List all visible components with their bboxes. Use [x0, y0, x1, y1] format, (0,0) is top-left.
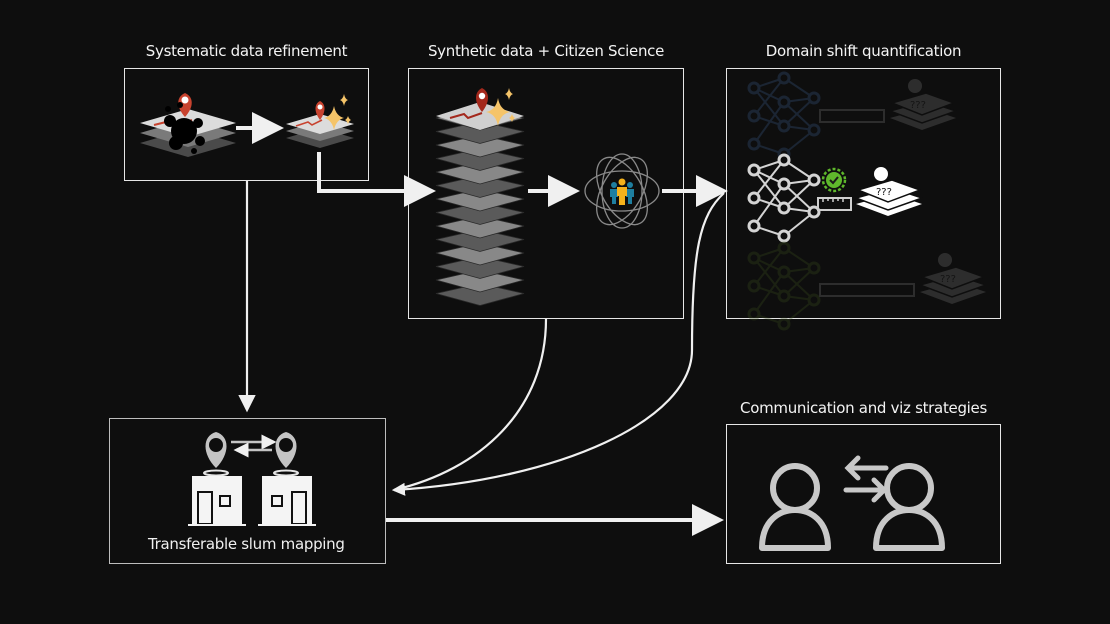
- nn-node: [747, 81, 761, 95]
- slum-mapping-caption: Transferable slum mapping: [148, 535, 345, 553]
- synthetic-data-stack-icon: [435, 88, 525, 306]
- nn-node: [747, 219, 761, 233]
- building-icon: [188, 469, 246, 526]
- nn-node: [777, 229, 791, 243]
- nn-node: [747, 251, 761, 265]
- communication-title: Communication and viz strategies: [740, 399, 987, 417]
- neural-network-icon: [747, 153, 821, 243]
- slum-transfer-icon: [188, 432, 316, 526]
- nn-node: [777, 95, 791, 109]
- nn-node: [747, 279, 761, 293]
- nn-node: [807, 205, 821, 219]
- nn-node: [807, 123, 821, 137]
- nn-node: [777, 289, 791, 303]
- location-pin-icon: [275, 432, 297, 468]
- sparkle-icon: [324, 94, 351, 130]
- nn-node: [777, 201, 791, 215]
- nn-node: [807, 173, 821, 187]
- nn-node: [747, 137, 761, 151]
- edge-refinement-to-synthetic: [317, 152, 436, 207]
- noisy-map-stack-icon: [140, 93, 236, 157]
- neural-network-icon: [747, 71, 821, 161]
- location-pin-icon: [205, 432, 227, 468]
- nn-node: [807, 91, 821, 105]
- nn-node: [777, 71, 791, 85]
- model-row-faded-top: ???: [747, 71, 959, 161]
- refinement-box: [124, 68, 369, 181]
- ruler-icon: [819, 109, 885, 123]
- sparkle-icon: [486, 88, 515, 126]
- location-pin-icon: [178, 93, 192, 117]
- nn-node: [747, 109, 761, 123]
- unknown-label: ???: [940, 274, 956, 285]
- communication-box: [726, 424, 1001, 564]
- model-row-active: ???: [747, 153, 925, 243]
- nn-node: [747, 163, 761, 177]
- exchange-arrows-icon: [843, 455, 889, 503]
- nn-node: [777, 153, 791, 167]
- nn-node: [747, 191, 761, 205]
- refinement-title: Systematic data refinement: [145, 42, 348, 60]
- people-icon: [610, 178, 634, 205]
- verified-badge-icon: [821, 167, 847, 193]
- nn-node: [777, 241, 791, 255]
- building-icon: [258, 469, 316, 526]
- nn-node: [807, 293, 821, 307]
- model-row-faded-bottom: ???: [747, 241, 989, 331]
- domain-shift-title: Domain shift quantification: [765, 42, 962, 60]
- person-icon: [873, 463, 945, 551]
- communication-icon: [759, 455, 945, 551]
- ruler-icon: [817, 197, 852, 211]
- nn-node: [777, 317, 791, 331]
- synthetic-layers: [435, 107, 525, 306]
- nn-node: [777, 119, 791, 133]
- nn-node: [807, 261, 821, 275]
- unknown-map-icon: ???: [853, 167, 925, 216]
- synthetic-title: Synthetic data + Citizen Science: [427, 42, 665, 60]
- nn-node: [777, 177, 791, 191]
- citizen-science-icon: [584, 153, 660, 229]
- edge-domain-shift-to-slum-mapping: [391, 192, 725, 496]
- unknown-map-icon: ???: [917, 253, 989, 304]
- ruler-icon: [819, 283, 915, 297]
- person-icon: [759, 463, 831, 551]
- neural-network-icon: [747, 241, 821, 331]
- edge-synthetic-to-slum-mapping: [393, 318, 548, 492]
- nn-node: [747, 307, 761, 321]
- refined-map-stack-icon: [286, 94, 354, 148]
- unknown-label: ???: [876, 187, 892, 198]
- slum-mapping-box: [109, 418, 386, 564]
- nn-node: [777, 265, 791, 279]
- noise-blot-icon: [164, 102, 205, 154]
- unknown-map-icon: ???: [887, 79, 959, 130]
- unknown-label: ???: [910, 100, 926, 111]
